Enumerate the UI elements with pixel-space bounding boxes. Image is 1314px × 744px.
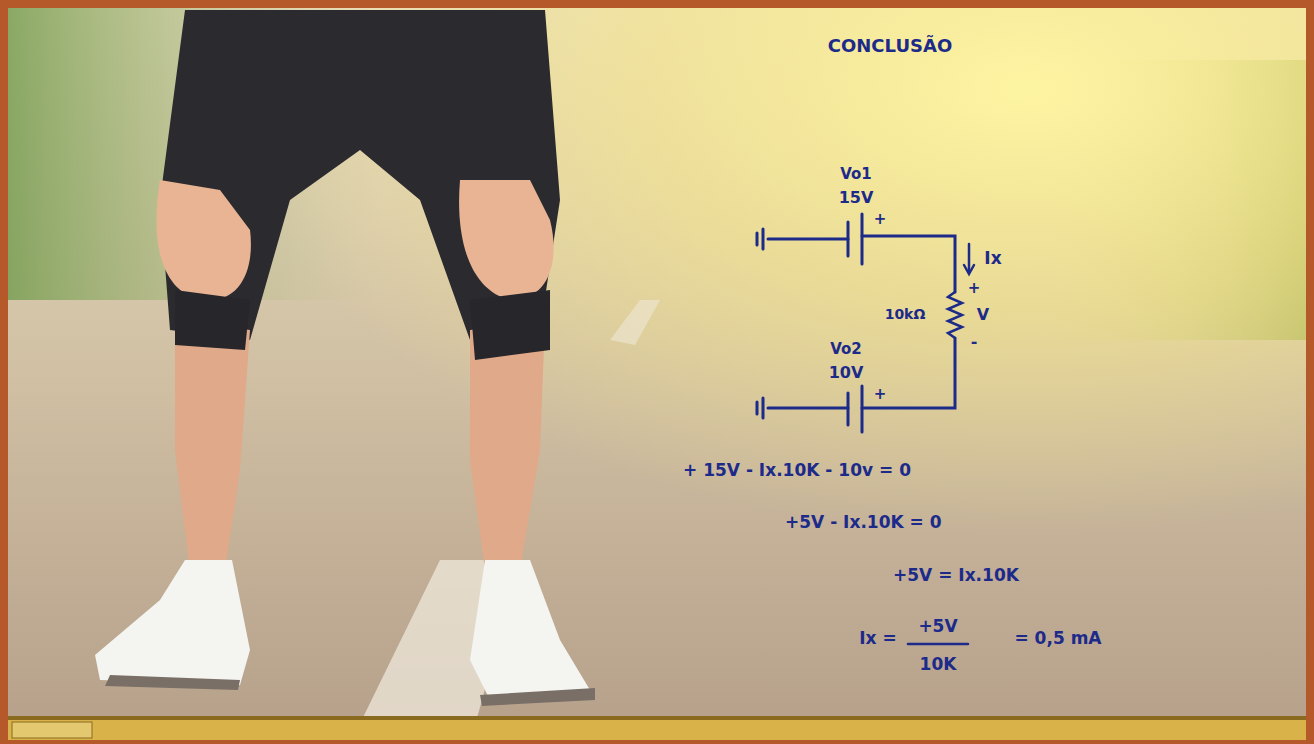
fraction-numerator: +5V — [918, 617, 957, 636]
ground-symbol — [756, 233, 759, 245]
wire — [862, 338, 955, 408]
polarity-sign: - — [971, 333, 978, 351]
polarity-sign: + — [874, 386, 887, 403]
wire — [862, 236, 955, 292]
resistor-value: 10kΩ — [885, 307, 926, 322]
equation-result: = 0,5 mA — [1014, 629, 1101, 648]
wire — [768, 407, 848, 410]
current-arrow — [968, 244, 971, 272]
fraction-denominator: 10K — [920, 655, 957, 674]
equation: + 15V - Ix.10K - 10v = 0 — [683, 461, 911, 480]
ground-symbol — [762, 398, 765, 418]
fraction-bar — [908, 643, 968, 646]
source-voltage: 15V — [839, 189, 874, 207]
source-name: Vo1 — [840, 166, 872, 183]
polarity-sign: + — [874, 211, 887, 228]
source-voltage: 10V — [829, 364, 864, 382]
polarity-sign: + — [968, 280, 981, 297]
battery-symbol — [861, 386, 864, 432]
slide-title: CONCLUSÃO — [828, 36, 952, 56]
resistor-symbol — [948, 292, 962, 338]
equation-part: Ix = — [859, 629, 896, 648]
voltage-name: V — [977, 306, 989, 324]
equation: +5V - Ix.10K = 0 — [785, 513, 942, 532]
wire — [768, 238, 848, 241]
source-name: Vo2 — [830, 341, 862, 358]
equation: +5V = Ix.10K — [893, 566, 1019, 585]
battery-symbol — [847, 222, 850, 256]
current-name: Ix — [984, 249, 1001, 268]
